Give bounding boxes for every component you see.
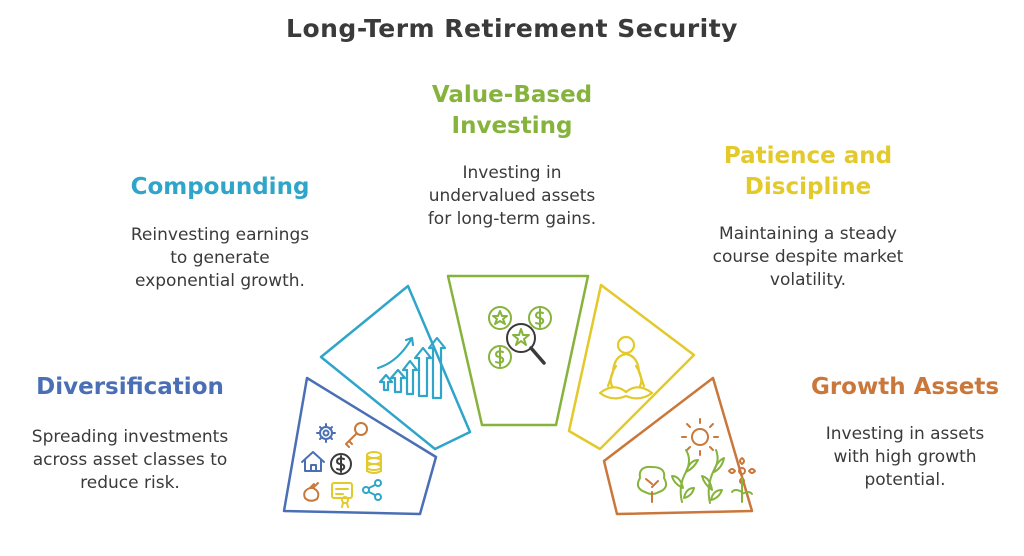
flower-icon: [728, 457, 756, 503]
sun-plants-icon: [636, 418, 756, 504]
segment-patience-and-discipline: [567, 283, 696, 451]
label-patience-and-discipline: Patience and Discipline: [723, 143, 893, 200]
page-title: Long-Term Retirement Security: [286, 14, 738, 43]
coin-stack-icon: [366, 451, 382, 474]
money-bag-icon: [303, 482, 320, 502]
meditation-icon: [598, 335, 654, 400]
star-icon: [492, 310, 508, 325]
tree-icon: [636, 465, 668, 503]
magnifier-handle: [529, 346, 546, 365]
desc-compounding: Reinvesting earnings to generate exponen…: [130, 225, 310, 291]
segment-diversification: [282, 376, 438, 516]
segment-value-based-investing: [446, 274, 590, 427]
label-diversification: Diversification: [36, 374, 224, 400]
sun-icon: [681, 418, 719, 456]
assets-grid-icon: [301, 422, 382, 508]
share-icon: [362, 479, 382, 501]
label-compounding: Compounding: [130, 174, 310, 200]
desc-patience-and-discipline: Maintaining a steady course despite mark…: [712, 224, 904, 290]
certificate-icon: [331, 482, 353, 508]
dollar-coin-icon: [330, 453, 352, 475]
label-value-based-investing: Value-Based Investing: [431, 82, 593, 139]
rising-arrows-icon: [376, 336, 447, 400]
gear-icon: [316, 423, 336, 443]
vine-icon: [671, 449, 699, 503]
house-icon: [301, 451, 325, 472]
segment-compounding: [319, 284, 472, 451]
desc-diversification: Spreading investments across asset class…: [31, 427, 229, 493]
label-growth-assets: Growth Assets: [810, 374, 1000, 400]
segment-growth-assets: [602, 376, 754, 516]
tall-plant-icon: [701, 449, 725, 504]
desc-growth-assets: Investing in assets with high growth pot…: [825, 424, 985, 490]
desc-value-based-investing: Investing in undervalued assets for long…: [427, 163, 597, 229]
key-icon: [345, 422, 368, 448]
magnifier-coins-icon: [488, 306, 552, 369]
